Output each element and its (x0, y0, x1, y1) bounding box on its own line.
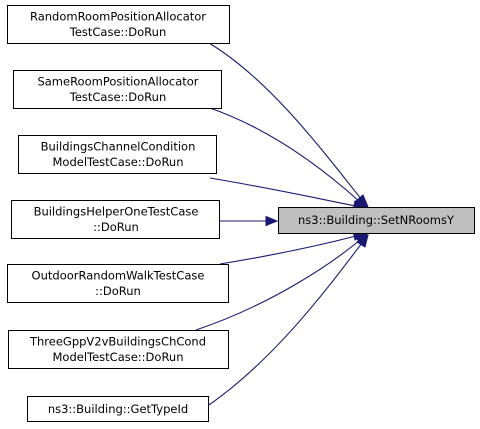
caller-threegpp-line1: ThreeGppV2vBuildingsChCond (29, 335, 206, 349)
edge-buildingschannel (209, 177, 367, 211)
caller-threegpp-line2: ModelTestCase::DoRun (52, 350, 183, 364)
caller-buildingschannel-line1: BuildingsChannelCondition (41, 140, 196, 154)
edge-buildingshelper (220, 215, 279, 227)
caller-node-buildingshelper[interactable]: BuildingsHelperOneTestCase ::DoRun (11, 200, 220, 239)
edge-sameroom (206, 106, 369, 209)
target-label: ns3::Building::SetNRoomsY (298, 213, 455, 227)
caller-node-buildingschannel[interactable]: BuildingsChannelCondition ModelTestCase:… (18, 135, 217, 174)
edge-outdoor (219, 230, 367, 265)
caller-randomroom-line2: TestCase::DoRun (69, 25, 166, 39)
target-node-setnroomsy[interactable]: ns3::Building::SetNRoomsY (278, 207, 475, 234)
caller-buildingshelper-line1: BuildingsHelperOneTestCase (34, 205, 199, 219)
caller-gettypeid-label: ns3::Building::GetTypeId (48, 402, 188, 416)
caller-sameroom-line1: SameRoomPositionAllocator (37, 75, 198, 89)
caller-buildingshelper-line2: ::DoRun (93, 220, 139, 234)
caller-buildingschannel-line2: ModelTestCase::DoRun (52, 155, 183, 169)
caller-outdoor-line1: OutdoorRandomWalkTestCase (32, 269, 205, 283)
caller-sameroom-line2: TestCase::DoRun (69, 90, 166, 104)
edge-gettypeid (205, 233, 369, 408)
caller-randomroom-line1: RandomRoomPositionAllocator (30, 10, 206, 24)
caller-node-sameroom[interactable]: SameRoomPositionAllocator TestCase::DoRu… (13, 70, 222, 109)
caller-node-threegpp[interactable]: ThreeGppV2vBuildingsChCond ModelTestCase… (8, 330, 229, 369)
caller-node-outdoor[interactable]: OutdoorRandomWalkTestCase ::DoRun (7, 264, 229, 303)
caller-outdoor-line2: ::DoRun (95, 284, 141, 298)
caller-node-gettypeid[interactable]: ns3::Building::GetTypeId (27, 396, 209, 422)
caller-node-randomroom[interactable]: RandomRoomPositionAllocator TestCase::Do… (7, 5, 230, 44)
